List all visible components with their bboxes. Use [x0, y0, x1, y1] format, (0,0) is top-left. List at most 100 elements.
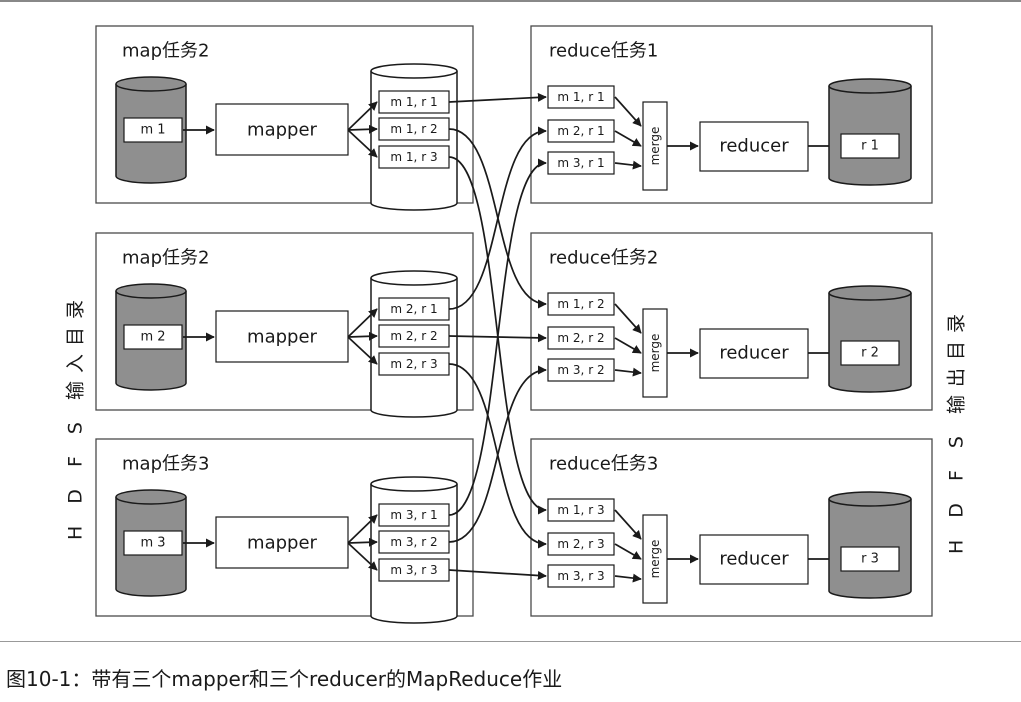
merge-box	[642, 514, 668, 604]
merge-box	[642, 308, 668, 398]
mapper-to-partition-arrow	[347, 308, 378, 338]
mapper-to-partition-arrow	[347, 542, 378, 571]
partition-label: m 2, r 1	[390, 302, 437, 316]
reduce-input-label: m 1, r 3	[557, 503, 604, 517]
merge-label: merge	[648, 334, 662, 373]
reduce-task-frame	[530, 438, 933, 617]
reducer-box	[699, 328, 809, 379]
mapper-to-partition-arrow	[347, 537, 378, 547]
reduce-input-box	[547, 85, 615, 109]
input-split-label: m 1	[140, 123, 165, 138]
output-file-label: r 2	[861, 346, 879, 361]
partition-label: m 3, r 2	[390, 535, 437, 549]
merge-box	[642, 101, 668, 191]
reduce-input-box	[547, 292, 615, 316]
shuffle-layer	[448, 92, 547, 580]
input-to-merge-arrow	[614, 130, 642, 147]
input-to-merge-arrow	[614, 367, 642, 377]
input-split-box	[123, 324, 183, 350]
input-to-merge-arrow	[614, 96, 642, 127]
input-split-box	[123, 117, 183, 143]
mapper-box	[215, 103, 349, 156]
reduce-input-label: m 2, r 3	[557, 537, 604, 551]
output-file-box	[840, 133, 900, 159]
output-file-box	[840, 546, 900, 572]
output-disk-icon	[828, 285, 912, 393]
input-to-merge-arrow	[614, 303, 642, 334]
reduce-input-label: m 3, r 1	[557, 156, 604, 170]
partition-label: m 3, r 1	[390, 508, 437, 522]
map-task-frame	[95, 25, 474, 204]
reducer-label: reducer	[719, 343, 789, 364]
mapreduce-diagram: map任务2 m 1 mapper m 1, r 1 m 1, r 2 m 1, r 3 m…	[95, 25, 933, 624]
reduce-input-box	[547, 151, 615, 175]
map-task-panel: map任务2 m 2 mapper m 2, r 1 m 2, r 2 m 2, r 3	[95, 232, 474, 418]
shuffle-arrow	[448, 158, 547, 516]
partition-label: m 2, r 3	[390, 357, 437, 371]
input-split-box	[123, 530, 183, 556]
map-task-title: map任务2	[122, 248, 209, 269]
mapper-label: mapper	[247, 120, 317, 141]
reduce-input-label: m 1, r 2	[557, 297, 604, 311]
reduce-task-title: reduce任务2	[549, 248, 658, 269]
mapper-to-partition-arrow	[347, 336, 378, 365]
mapper-to-partition-arrow	[347, 331, 378, 341]
shuffle-arrow	[448, 92, 547, 103]
reduce-input-box	[547, 326, 615, 350]
hdfs-output-directory-label: H D F S 输出目录	[945, 305, 968, 555]
map-task-title: map任务3	[122, 454, 209, 475]
mapper-label: mapper	[247, 327, 317, 348]
reduce-input-label: m 2, r 1	[557, 124, 604, 138]
input-to-merge-arrow	[614, 573, 642, 583]
partition-label: m 1, r 3	[390, 150, 437, 164]
reduce-task-title: reduce任务3	[549, 454, 658, 475]
shuffle-arrow	[448, 365, 547, 543]
reduce-input-label: m 3, r 2	[557, 363, 604, 377]
mapper-to-partition-arrow	[347, 514, 378, 544]
mapper-label: mapper	[247, 533, 317, 554]
top-rule	[0, 0, 1021, 2]
reduce-task-frame	[530, 232, 933, 411]
mapper-to-partition-arrow	[347, 129, 378, 158]
reduce-input-box	[547, 358, 615, 382]
caption-divider	[0, 641, 1021, 642]
partition-label: m 1, r 1	[390, 95, 437, 109]
reduce-input-label: m 3, r 3	[557, 569, 604, 583]
reduce-task-panel: reduce任务2 merge m 1, r 2 m 2, r 2 m 3, r 2 re…	[530, 232, 933, 411]
reduce-task-title: reduce任务1	[549, 41, 658, 62]
reduce-input-label: m 1, r 1	[557, 90, 604, 104]
output-file-box	[840, 340, 900, 366]
output-file-label: r 3	[861, 552, 879, 567]
figure-caption: 图10-1：带有三个mapper和三个reducer的MapReduce作业	[6, 667, 563, 691]
input-to-merge-arrow	[614, 543, 642, 560]
panels-layer: map任务2 m 1 mapper m 1, r 1 m 1, r 2 m 1, r 3 m…	[95, 25, 933, 624]
partition-label: m 1, r 2	[390, 122, 437, 136]
reduce-task-panel: reduce任务1 merge m 1, r 1 m 2, r 1 m 3, r 1 re…	[530, 25, 933, 204]
reducer-label: reducer	[719, 136, 789, 157]
output-disk-icon	[828, 491, 912, 599]
reduce-input-label: m 2, r 2	[557, 331, 604, 345]
output-disk-icon	[828, 78, 912, 186]
merge-label: merge	[648, 540, 662, 579]
reducer-label: reducer	[719, 549, 789, 570]
input-to-merge-arrow	[614, 160, 642, 170]
reduce-input-box	[547, 498, 615, 522]
hdfs-input-directory-label: H D F S 输入目录	[64, 291, 87, 541]
input-to-merge-arrow	[614, 337, 642, 354]
input-split-label: m 2	[140, 330, 165, 345]
partition-label: m 2, r 2	[390, 329, 437, 343]
mapper-box	[215, 516, 349, 569]
reducer-box	[699, 534, 809, 585]
reduce-task-frame	[530, 25, 933, 204]
output-file-label: r 1	[861, 139, 879, 154]
mapper-to-partition-arrow	[347, 101, 378, 131]
partition-label: m 3, r 3	[390, 563, 437, 577]
shuffle-arrow	[448, 126, 547, 310]
shuffle-arrow	[448, 569, 547, 580]
merge-label: merge	[648, 127, 662, 166]
reduce-input-box	[547, 119, 615, 143]
reduce-input-box	[547, 532, 615, 556]
reduce-input-box	[547, 564, 615, 588]
